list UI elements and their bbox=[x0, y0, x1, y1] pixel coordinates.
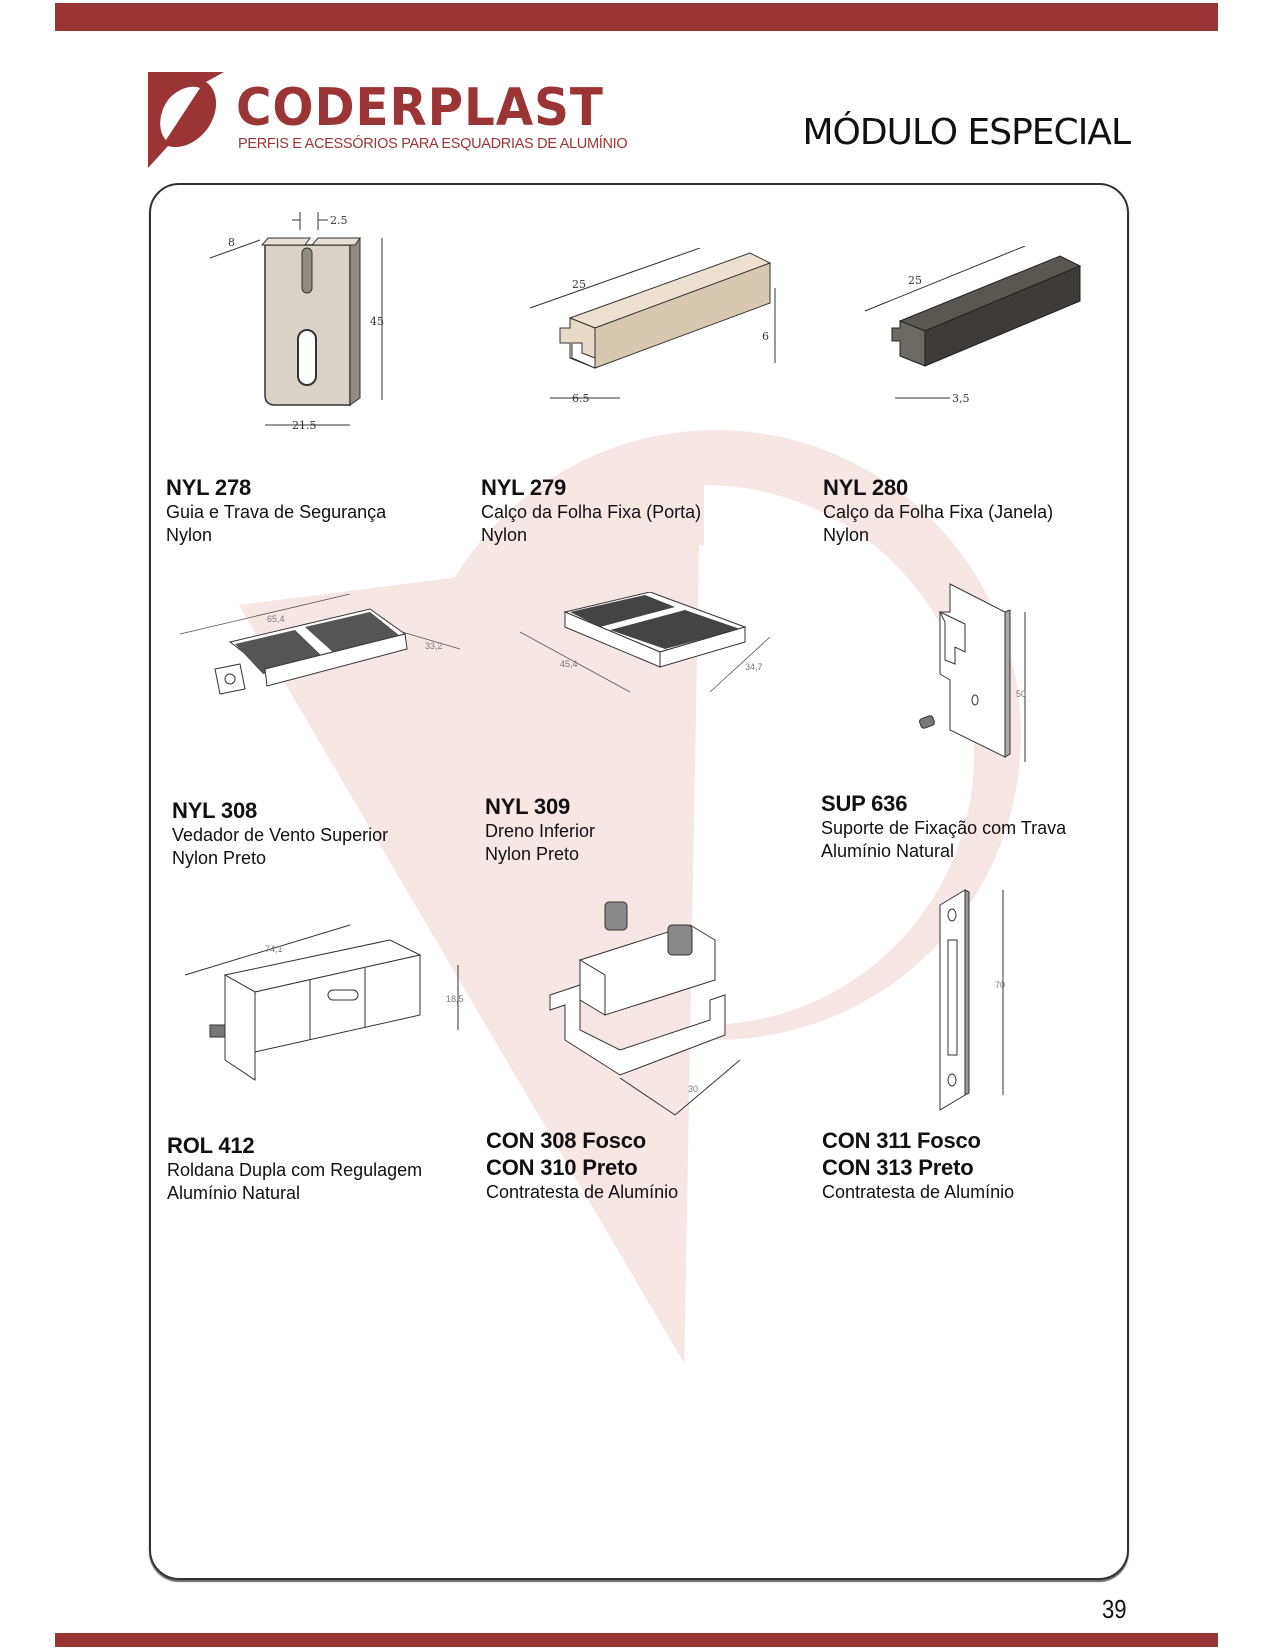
product-material: Nylon bbox=[166, 525, 213, 545]
page-title: MÓDULO ESPECIAL bbox=[802, 112, 1131, 153]
product-description: Roldana Dupla com Regulagem bbox=[167, 1160, 423, 1180]
con-308-drawing: 30 bbox=[549, 901, 741, 1116]
product-description: Calço da Folha Fixa (Janela) bbox=[823, 502, 1054, 522]
product-nyl-308: NYL 308 Vedador de Vento Superior Nylon … bbox=[172, 797, 388, 870]
con-311-drawing: 70 bbox=[939, 889, 1005, 1111]
product-material: Alumínio Natural bbox=[821, 841, 955, 861]
svg-text:30: 30 bbox=[688, 1084, 698, 1094]
product-code: SUP 636 bbox=[821, 791, 908, 816]
svg-text:45: 45 bbox=[370, 315, 384, 328]
nyl-309-drawing: 45,4 34,7 bbox=[520, 592, 771, 693]
svg-text:8: 8 bbox=[228, 236, 235, 249]
product-material: Alumínio Natural bbox=[167, 1183, 301, 1203]
product-nyl-309: NYL 309 Dreno Inferior Nylon Preto bbox=[485, 793, 595, 866]
product-code: NYL 308 bbox=[172, 798, 258, 823]
product-code-alt: CON 313 Preto bbox=[822, 1155, 974, 1180]
product-code: NYL 278 bbox=[166, 475, 252, 500]
sup-636-drawing: 50 bbox=[919, 583, 1026, 762]
product-material: Nylon Preto bbox=[485, 844, 580, 864]
svg-text:70: 70 bbox=[995, 980, 1005, 990]
svg-text:25: 25 bbox=[908, 274, 922, 287]
product-material: Nylon Preto bbox=[172, 848, 267, 868]
product-nyl-279: NYL 279 Calço da Folha Fixa (Porta) Nylo… bbox=[481, 474, 701, 547]
top-bar bbox=[55, 3, 1218, 31]
svg-text:18,5: 18,5 bbox=[446, 994, 464, 1004]
nyl-279-drawing: 25 6 6.5 bbox=[529, 248, 776, 405]
coderplast-logo-mark bbox=[148, 72, 224, 168]
svg-text:6: 6 bbox=[762, 330, 769, 343]
product-material: Nylon bbox=[481, 525, 528, 545]
product-con-311-313: CON 311 Fosco CON 313 Preto Contratesta … bbox=[822, 1127, 1014, 1204]
nyl-308-drawing: 65,4 33,2 bbox=[179, 594, 461, 695]
svg-text:65,4: 65,4 bbox=[267, 614, 285, 624]
product-code: NYL 280 bbox=[823, 475, 909, 500]
product-description: Guia e Trava de Segurança bbox=[166, 502, 387, 522]
product-code: NYL 279 bbox=[481, 475, 567, 500]
product-description: Dreno Inferior bbox=[485, 821, 596, 841]
brand-tagline: PERFIS E ACESSÓRIOS PARA ESQUADRIAS DE A… bbox=[238, 136, 628, 152]
svg-text:50: 50 bbox=[1016, 689, 1026, 699]
nyl-278-drawing: 2.5 8 45 21.5 bbox=[210, 212, 384, 432]
product-code: CON 311 Fosco bbox=[822, 1128, 981, 1153]
product-sup-636: SUP 636 Suporte de Fixação com Trava Alu… bbox=[821, 790, 1066, 863]
svg-text:74,1: 74,1 bbox=[265, 944, 283, 954]
product-description: Vedador de Vento Superior bbox=[172, 825, 389, 845]
rol-412-drawing: 74,1 18,5 bbox=[184, 924, 464, 1081]
product-code: ROL 412 bbox=[167, 1133, 255, 1158]
page-number: 39 bbox=[1102, 1594, 1127, 1624]
product-con-308-310: CON 308 Fosco CON 310 Preto Contratesta … bbox=[486, 1127, 678, 1204]
product-description: Contratesta de Alumínio bbox=[822, 1182, 1015, 1202]
product-description: Calço da Folha Fixa (Porta) bbox=[481, 502, 702, 522]
product-material: Nylon bbox=[823, 525, 870, 545]
svg-text:25: 25 bbox=[572, 278, 586, 291]
product-nyl-280: NYL 280 Calço da Folha Fixa (Janela) Nyl… bbox=[823, 474, 1053, 547]
product-description: Contratesta de Alumínio bbox=[486, 1182, 679, 1202]
svg-text:45,4: 45,4 bbox=[560, 659, 578, 669]
catalog-panel bbox=[149, 183, 1129, 1580]
product-rol-412: ROL 412 Roldana Dupla com Regulagem Alum… bbox=[167, 1132, 422, 1205]
svg-text:2.5: 2.5 bbox=[330, 214, 348, 227]
svg-text:6.5: 6.5 bbox=[572, 392, 590, 405]
svg-text:21.5: 21.5 bbox=[292, 419, 317, 432]
product-code-alt: CON 310 Preto bbox=[486, 1155, 638, 1180]
product-description: Suporte de Fixação com Trava bbox=[821, 818, 1067, 838]
nyl-280-drawing: 25 3,5 bbox=[864, 246, 1082, 405]
svg-text:33,2: 33,2 bbox=[425, 641, 443, 651]
product-code: NYL 309 bbox=[485, 794, 571, 819]
product-code: CON 308 Fosco bbox=[486, 1128, 647, 1153]
brand-name: CODERPLAST bbox=[236, 78, 604, 138]
svg-text:34,7: 34,7 bbox=[745, 662, 763, 672]
svg-text:3,5: 3,5 bbox=[952, 392, 970, 405]
product-nyl-278: NYL 278 Guia e Trava de Segurança Nylon bbox=[166, 474, 386, 547]
bottom-bar bbox=[55, 1633, 1218, 1647]
